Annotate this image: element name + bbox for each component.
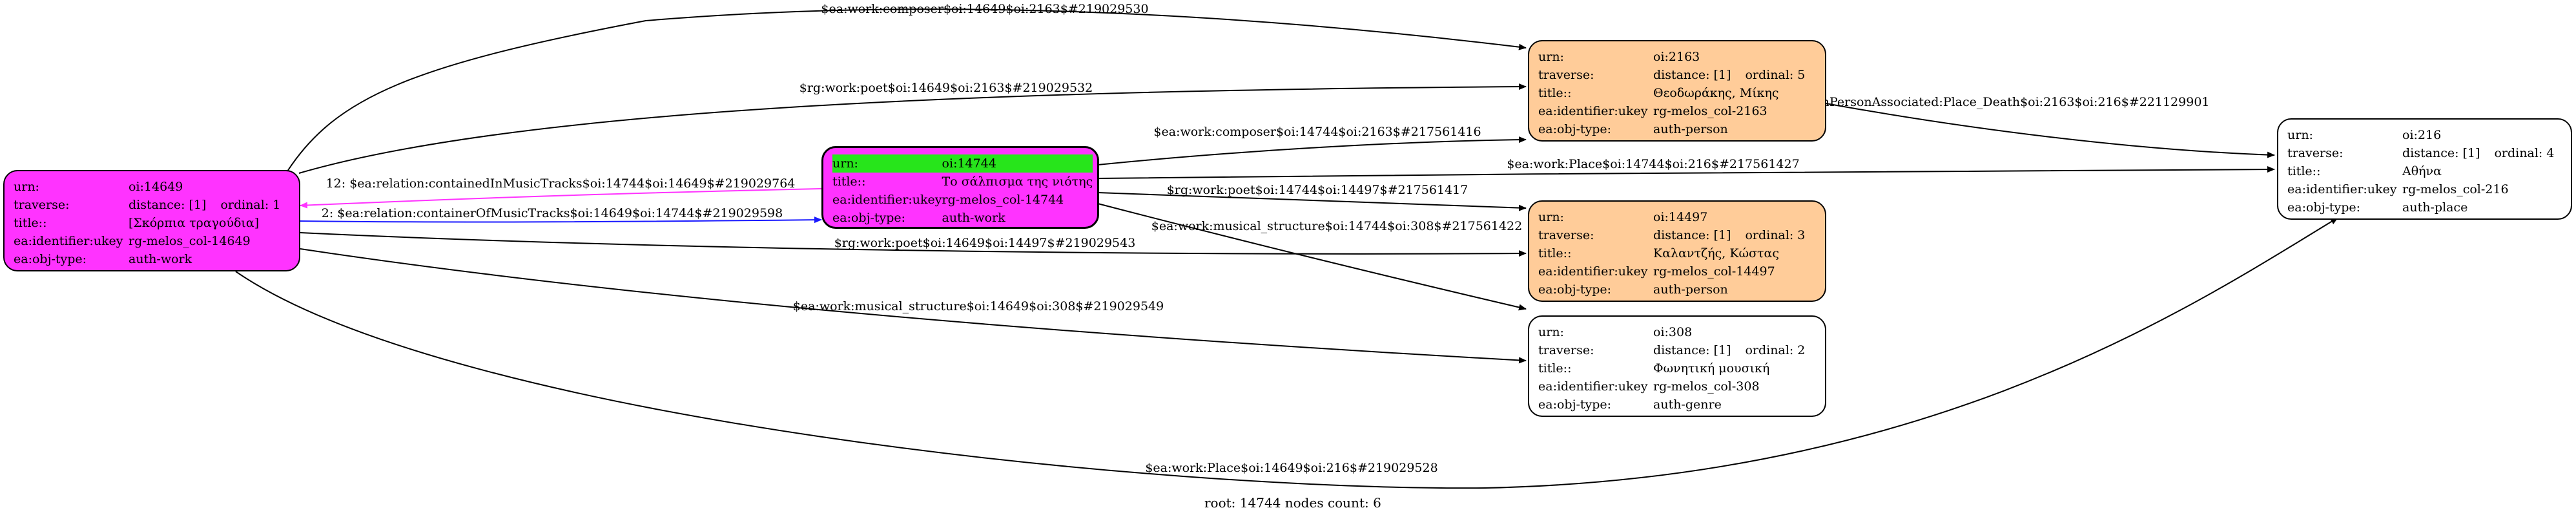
ukey-key: ea:identifier:ukey (1538, 104, 1648, 118)
edge-label: $rg:work:poet$oi:14744$oi:14497$#2175614… (1167, 183, 1468, 197)
type-value: auth-person (1653, 122, 1728, 136)
edge-container-of-14649-14744 (300, 217, 822, 224)
urn-value: oi:308 (1653, 325, 1693, 339)
edge-label: 2: $ea:relation:containerOfMusicTracks$o… (322, 206, 783, 220)
edge-place-death-2163-216 (1825, 103, 2275, 158)
node-oi-14497[interactable]: urn: oi:14497 traverse: distance: [1] ordin… (1528, 200, 1826, 302)
ukey-key: ea:identifier:ukey (1538, 379, 1648, 394)
title-key: title:: (1538, 361, 1572, 376)
edge-musical-structure-14649-308 (300, 248, 1527, 364)
type-value: auth-place (2402, 200, 2468, 215)
traverse-key: traverse: (1538, 68, 1594, 82)
ukey-value: rg-melos_col-216 (2402, 182, 2509, 196)
urn-value: oi:14497 (1653, 210, 1708, 224)
ordinal-value: ordinal: 5 (1745, 68, 1806, 82)
node-oi-14649[interactable]: urn: oi:14649 traverse: distance: [1] ordin… (3, 170, 300, 271)
ordinal-value: ordinal: 3 (1745, 228, 1806, 242)
edge-label: $ea:authPersonAssociated:Place_Death$oi:… (1775, 95, 2209, 109)
edge-label: $ea:work:Place$oi:14649$oi:216$#21902952… (1145, 461, 1437, 475)
traverse-key: traverse: (1538, 343, 1594, 357)
ukey-value: rg-melos_col-14744 (942, 193, 1064, 207)
edge-poet-14649-14497 (300, 232, 1527, 257)
edge-composer-14649-2163 (287, 8, 1527, 172)
urn-key: urn: (14, 180, 39, 194)
edge-label: $rg:work:poet$oi:14649$oi:2163$#21902953… (799, 81, 1093, 95)
ukey-value: rg-melos_col-2163 (1653, 104, 1767, 118)
ukey-key: ea:identifier:ukey (14, 234, 123, 248)
distance-value: distance: [1] (1653, 68, 1731, 82)
ordinal-value: ordinal: 4 (2494, 146, 2555, 160)
edge-poet-14649-2163 (298, 83, 1527, 174)
node-oi-14744[interactable]: urn:oi:14744 title::Το σάλπισμα της νιότ… (821, 146, 1099, 229)
ukey-value: rg-melos_col-14649 (129, 234, 251, 248)
type-value: auth-person (1653, 282, 1728, 297)
traverse-key: traverse: (1538, 228, 1594, 242)
ukey-value: rg-melos_col-308 (1653, 379, 1760, 394)
type-value: auth-genre (1653, 397, 1722, 412)
ukey-key: ea:identifier:ukey (2287, 182, 2397, 196)
urn-value: oi:2163 (1653, 50, 1700, 64)
type-key: ea:obj-type: (832, 211, 906, 225)
ukey-key: ea:identifier:ukey (832, 193, 942, 207)
urn-key: urn: (1538, 210, 1564, 224)
ukey-value: rg-melos_col-14497 (1653, 264, 1775, 279)
distance-value: distance: [1] (129, 198, 207, 212)
edge-label: $ea:work:Place$oi:14744$oi:216$#21756142… (1507, 157, 1799, 171)
node-oi-216[interactable]: urn: oi:216 traverse: distance: [1] ordinal… (2277, 118, 2572, 220)
urn-key: urn: (1538, 325, 1564, 339)
edge-label: $ea:work:composer$oi:14744$oi:2163$#2175… (1153, 125, 1481, 139)
urn-key: urn: (1538, 50, 1564, 64)
title-value: Φωνητική μουσική (1653, 361, 1770, 376)
traverse-key: traverse: (14, 198, 70, 212)
distance-value: distance: [1] (2402, 146, 2480, 160)
type-key: ea:obj-type: (2287, 200, 2361, 215)
edge-contained-in-14744-14649 (300, 188, 822, 209)
edge-label: $ea:work:composer$oi:14649$oi:2163$#2190… (821, 2, 1148, 16)
distance-value: distance: [1] (1653, 343, 1731, 357)
type-key: ea:obj-type: (1538, 282, 1612, 297)
urn-value: oi:14744 (942, 154, 1093, 173)
traverse-key: traverse: (2287, 146, 2344, 160)
type-key: ea:obj-type: (1538, 122, 1612, 136)
title-value: [Σκόρπια τραγούδια] (129, 216, 260, 230)
urn-value: oi:216 (2402, 128, 2442, 142)
ordinal-value: ordinal: 1 (220, 198, 281, 212)
type-key: ea:obj-type: (14, 252, 87, 266)
edge-label: 12: $ea:relation:containedInMusicTracks$… (326, 176, 796, 191)
type-value: auth-work (942, 211, 1005, 225)
graph-footer: root: 14744 nodes count: 6 (1204, 495, 1381, 511)
edge-composer-14744-2163 (1097, 136, 1527, 165)
title-value: Το σάλπισμα της νιότης (942, 175, 1093, 189)
title-value: Καλαντζής, Κώστας (1653, 246, 1780, 260)
ukey-key: ea:identifier:ukey (1538, 264, 1648, 279)
type-value: auth-work (129, 252, 192, 266)
title-key: title:: (1538, 86, 1572, 100)
title-key: title:: (2287, 164, 2321, 178)
edge-musical-structure-14744-308 (1097, 203, 1527, 311)
title-key: title:: (1538, 246, 1572, 260)
type-key: ea:obj-type: (1538, 397, 1612, 412)
edge-label: $ea:work:musical_structure$oi:14744$oi:3… (1151, 219, 1522, 233)
edge-place-14649-216 (235, 217, 2338, 489)
node-oi-2163[interactable]: urn: oi:2163 traverse: distance: [1] ordina… (1528, 40, 1826, 142)
urn-key: urn: (832, 154, 942, 173)
edge-label: $rg:work:poet$oi:14649$oi:14497$#2190295… (834, 236, 1136, 250)
title-value: Θεοδωράκης, Μίκης (1653, 86, 1779, 100)
edge-label: $ea:work:musical_structure$oi:14649$oi:3… (793, 299, 1164, 313)
ordinal-value: ordinal: 2 (1745, 343, 1806, 357)
title-key: title:: (14, 216, 47, 230)
node-oi-308[interactable]: urn: oi:308 traverse: distance: [1] ordinal… (1528, 315, 1826, 417)
title-value: Αθήνα (2402, 164, 2442, 178)
distance-value: distance: [1] (1653, 228, 1731, 242)
urn-value: oi:14649 (129, 180, 183, 194)
urn-key: urn: (2287, 128, 2313, 142)
title-key: title:: (832, 175, 866, 189)
